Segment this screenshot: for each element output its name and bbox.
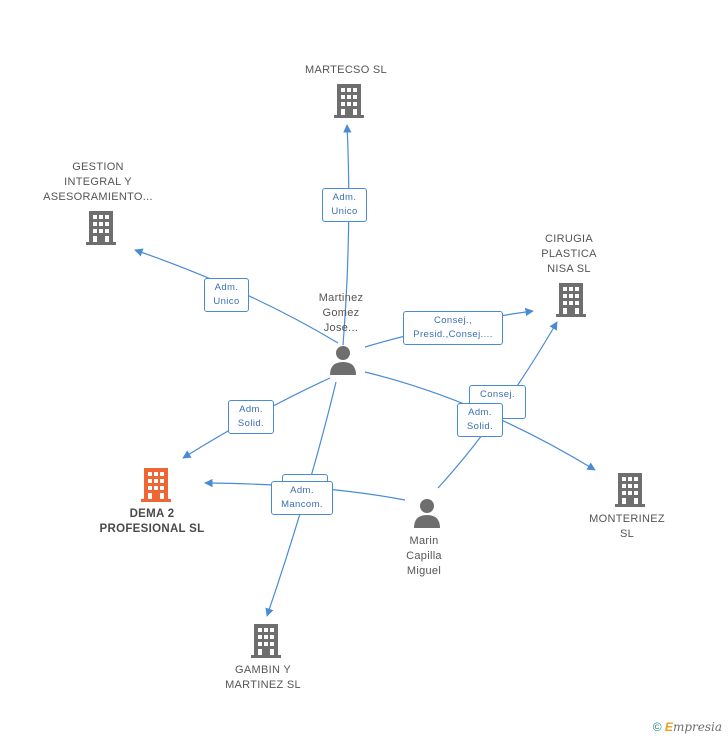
- person-label-martinez[interactable]: Martinez Gomez Jose...: [318, 292, 364, 334]
- building-icon: [334, 84, 364, 118]
- brand-initial: E: [664, 720, 673, 734]
- building-icon: [556, 283, 586, 317]
- company-label-monterinez[interactable]: MONTERINEZ SL: [589, 513, 665, 540]
- copyright-icon: ©: [652, 720, 662, 734]
- company-label-dema[interactable]: DEMA 2 PROFESIONAL SL: [99, 508, 205, 535]
- building-icon: [86, 211, 116, 245]
- edge-label-adm-solid-monterinez[interactable]: Adm. Solid.: [457, 403, 503, 437]
- company-label-gestion[interactable]: GESTION INTEGRAL Y ASESORAMIENTO...: [43, 161, 153, 203]
- edge-label-adm-unico-martecso[interactable]: Adm. Unico: [322, 188, 367, 222]
- building-icon: [251, 624, 281, 658]
- person-icon: [414, 499, 440, 528]
- empresia-watermark: © Empresia: [653, 720, 722, 734]
- brand-name: mpresia: [672, 720, 722, 734]
- building-icon-main: [141, 468, 171, 502]
- edge-label-consej-presid[interactable]: Consej., Presid.,Consej....: [403, 311, 503, 345]
- company-label-cirugia[interactable]: CIRUGIA PLASTICA NISA SL: [541, 233, 597, 275]
- edge-martinez-martecso: [342, 124, 352, 346]
- company-label-martecso[interactable]: MARTECSO SL: [305, 64, 387, 76]
- edge-label-adm-solid-dema[interactable]: Adm. Solid.: [228, 400, 274, 434]
- edge-label-adm-unico-gestion[interactable]: Adm. Unico: [204, 278, 249, 312]
- person-label-marin[interactable]: Marin Capilla Miguel: [406, 535, 442, 577]
- person-icon: [330, 346, 356, 375]
- building-icon: [615, 473, 645, 507]
- edge-label-adm-mancom[interactable]: Adm. Mancom.: [271, 481, 333, 515]
- company-label-gambin[interactable]: GAMBIN Y MARTINEZ SL: [225, 664, 301, 691]
